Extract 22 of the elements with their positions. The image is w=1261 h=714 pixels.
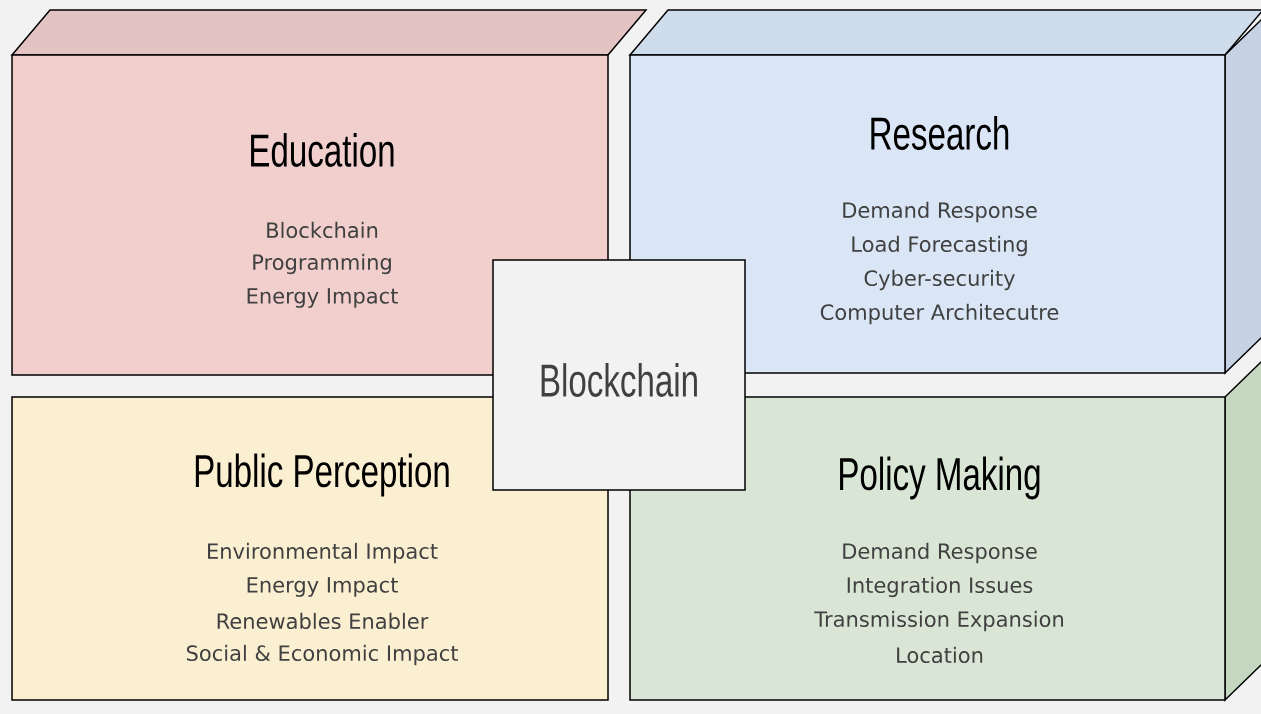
panel-heading: Public Perception bbox=[195, 453, 449, 497]
topic-item: Load Forecasting bbox=[852, 235, 1027, 257]
topic-item: Energy Impact bbox=[247, 288, 398, 308]
topic-item: Transmission Expansion bbox=[814, 610, 1063, 632]
topic-item: Computer Architecutre bbox=[820, 303, 1059, 325]
topic-item: Programming bbox=[253, 253, 391, 275]
panel-heading: Education bbox=[251, 133, 394, 167]
topic-item: Cyber-security bbox=[864, 269, 1015, 291]
topic-item: Demand Response bbox=[843, 542, 1037, 564]
panel-heading: Research bbox=[871, 116, 1009, 150]
center-heading: Blockchain bbox=[541, 363, 697, 397]
topic-item: Renewables Enabler bbox=[217, 612, 429, 630]
panel-heading: Policy Making bbox=[840, 456, 1040, 500]
topic-item: Blockchain bbox=[267, 221, 378, 239]
topic-item: Integration Issues bbox=[847, 576, 1033, 598]
topic-item: Energy Impact bbox=[247, 577, 398, 597]
quadrant-panel bbox=[11, 396, 609, 701]
topic-item: Location bbox=[897, 646, 983, 664]
center-box bbox=[492, 259, 746, 491]
topic-item: Environmental Impact bbox=[208, 542, 438, 564]
topic-item: Social & Economic Impact bbox=[186, 644, 459, 666]
topic-item: Demand Response bbox=[843, 201, 1037, 223]
